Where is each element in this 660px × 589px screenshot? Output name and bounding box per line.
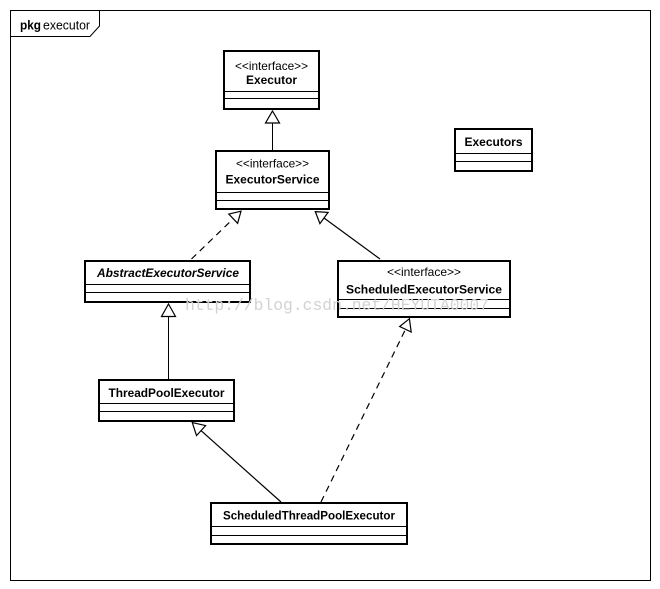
svg-text:http://blog.csdn.net/HEYUTA000: http://blog.csdn.net/HEYUTA0007 bbox=[185, 297, 489, 316]
svg-text:ThreadPoolExecutor: ThreadPoolExecutor bbox=[109, 386, 225, 400]
svg-text:Executor: Executor bbox=[246, 73, 297, 87]
svg-text:<<interface>>: <<interface>> bbox=[387, 265, 461, 279]
svg-text:ScheduledExecutorService: ScheduledExecutorService bbox=[346, 283, 502, 297]
svg-text:<<interface>>: <<interface>> bbox=[235, 59, 308, 73]
svg-text:Executors: Executors bbox=[465, 135, 523, 149]
svg-text:executor: executor bbox=[43, 18, 91, 33]
svg-text:ExecutorService: ExecutorService bbox=[226, 173, 320, 187]
svg-text:AbstractExecutorService: AbstractExecutorService bbox=[96, 266, 239, 280]
svg-text:ScheduledThreadPoolExecutor: ScheduledThreadPoolExecutor bbox=[223, 509, 395, 523]
svg-text:<<interface>>: <<interface>> bbox=[236, 157, 309, 171]
svg-text:pkg: pkg bbox=[20, 18, 41, 33]
